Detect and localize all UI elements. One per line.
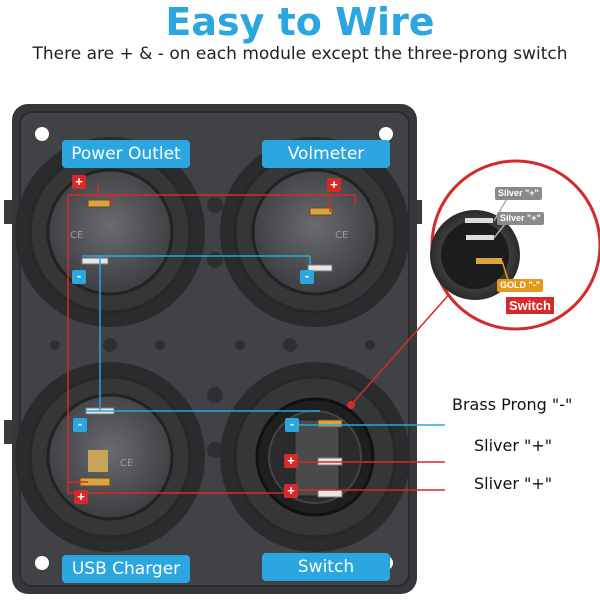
negative-wiring xyxy=(82,255,445,426)
usb-charger-module: CE xyxy=(15,362,205,552)
sliver-prong-label-2: Sliver "+" xyxy=(474,474,553,493)
side-clip xyxy=(4,200,14,224)
screw-hole xyxy=(379,127,393,141)
side-clip xyxy=(414,200,422,224)
callout-switch-label: Switch xyxy=(506,297,554,314)
terminal xyxy=(87,199,111,208)
power-outlet-label: Power Outlet xyxy=(62,140,190,168)
minus-mark: - xyxy=(304,268,310,283)
terminal xyxy=(317,419,343,428)
terminal xyxy=(81,257,109,265)
callout-silver-label-2: Silver "+" xyxy=(497,212,544,225)
callout-silver-label-1: Silver "+" xyxy=(495,187,542,200)
plus-mark: + xyxy=(287,483,295,498)
plus-mark: + xyxy=(330,177,338,192)
svg-text:CE: CE xyxy=(70,230,83,241)
switch-closeup-callout xyxy=(430,159,600,331)
side-clip xyxy=(4,420,14,444)
page-subtitle: There are + & - on each module except th… xyxy=(32,44,568,64)
usb-chip xyxy=(88,450,108,472)
screw-hole xyxy=(35,556,49,570)
plus-mark: + xyxy=(75,174,83,189)
switch-module xyxy=(220,362,410,552)
usb-charger-label: USB Charger xyxy=(62,555,190,583)
svg-text:CE: CE xyxy=(335,230,348,241)
terminal xyxy=(307,264,333,272)
terminal xyxy=(309,207,333,216)
callout-pointer-dot xyxy=(347,401,355,409)
screw-hole xyxy=(35,127,49,141)
callout-gold-label: GOLD "-" xyxy=(497,279,544,292)
page-title: Easy to Wire xyxy=(165,0,435,44)
minus-mark: - xyxy=(289,416,295,431)
minus-mark: - xyxy=(76,268,82,283)
voltmeter-module: CE xyxy=(220,137,410,327)
plus-mark: + xyxy=(77,489,85,504)
switch-label: Switch xyxy=(262,553,390,581)
svg-text:CE: CE xyxy=(120,458,133,469)
terminal xyxy=(317,489,343,498)
callout-pointer xyxy=(350,289,454,406)
brass-prong-label: Brass Prong "-" xyxy=(452,395,573,414)
voltmeter-label: Volmeter xyxy=(262,140,390,168)
minus-mark: - xyxy=(77,416,83,431)
sliver-prong-label-1: Sliver "+" xyxy=(474,436,553,455)
polarity-markers xyxy=(72,175,341,504)
plus-mark: + xyxy=(287,453,295,468)
